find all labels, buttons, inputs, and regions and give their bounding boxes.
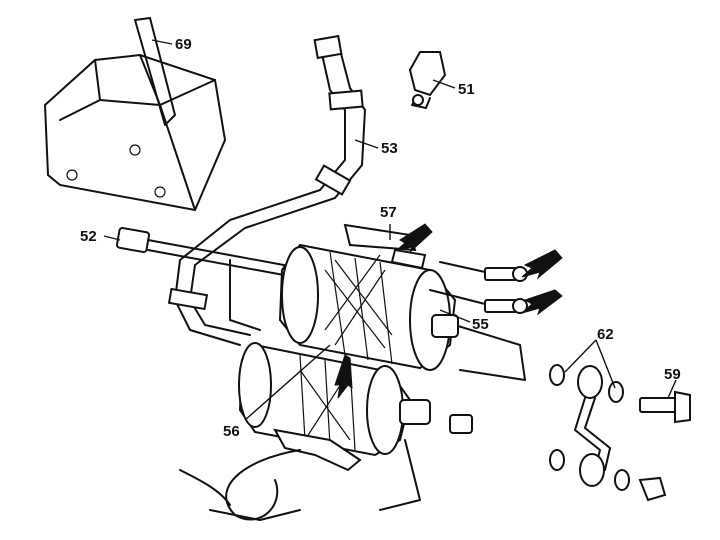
- callout-62: 62: [597, 326, 614, 343]
- hose-clamp: [408, 51, 447, 109]
- leader-lines: [103, 39, 677, 421]
- lower-fuel-filter: [238, 342, 473, 511]
- banjo-fitting-assembly: [549, 364, 691, 502]
- fuel-line: [115, 227, 301, 331]
- filter-bracket: [273, 223, 427, 472]
- upper-fuel-filter: [278, 243, 526, 381]
- indicator-arrows: [334, 223, 563, 399]
- callout-59: 59: [664, 366, 681, 383]
- callout-56: 56: [223, 423, 240, 440]
- callout-51: 51: [458, 81, 475, 98]
- callout-52: 52: [80, 228, 97, 245]
- heat-shield-bracket: [43, 17, 227, 212]
- mounting-bolts: [429, 261, 528, 314]
- callout-53: 53: [381, 140, 398, 157]
- callout-69: 69: [175, 36, 192, 53]
- callout-55: 55: [472, 316, 489, 333]
- callout-57: 57: [380, 204, 397, 221]
- fuel-hose: [167, 34, 366, 346]
- wire-loop: [179, 449, 301, 521]
